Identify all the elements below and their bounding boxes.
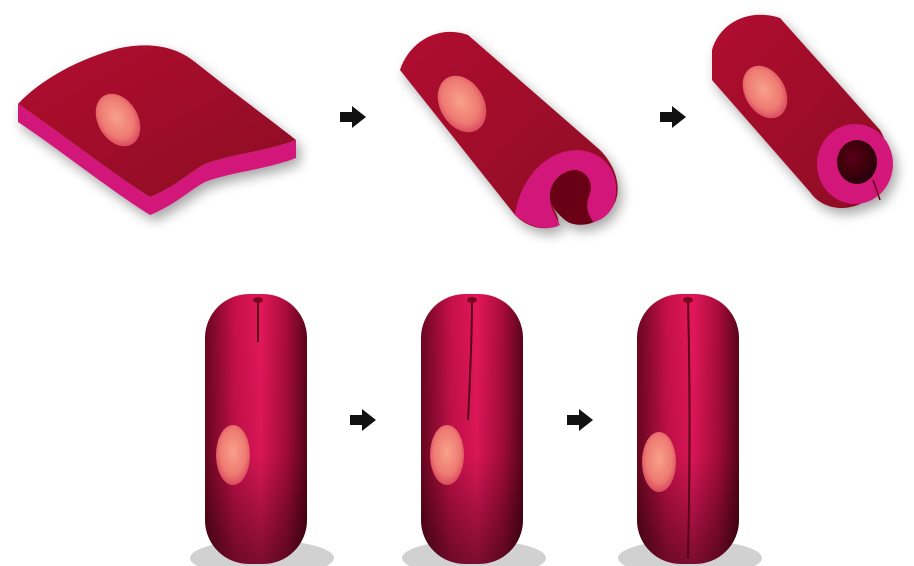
flat-sheet-cell <box>18 45 296 215</box>
nucleus-5 <box>430 425 464 485</box>
arrow-4 <box>567 409 593 431</box>
upright-cell-2 <box>402 294 546 566</box>
curling-tube-cell <box>400 32 618 228</box>
row-2 <box>190 294 762 566</box>
upright-cell-1 <box>190 294 334 566</box>
row-1 <box>18 15 893 228</box>
nucleus-4 <box>216 425 250 485</box>
arrow-2 <box>660 106 686 128</box>
nucleus-6 <box>642 432 676 492</box>
upright-cell-3 <box>618 294 762 566</box>
closed-tube-cell <box>712 15 893 208</box>
arrow-1 <box>340 106 366 128</box>
arrow-3 <box>350 409 376 431</box>
